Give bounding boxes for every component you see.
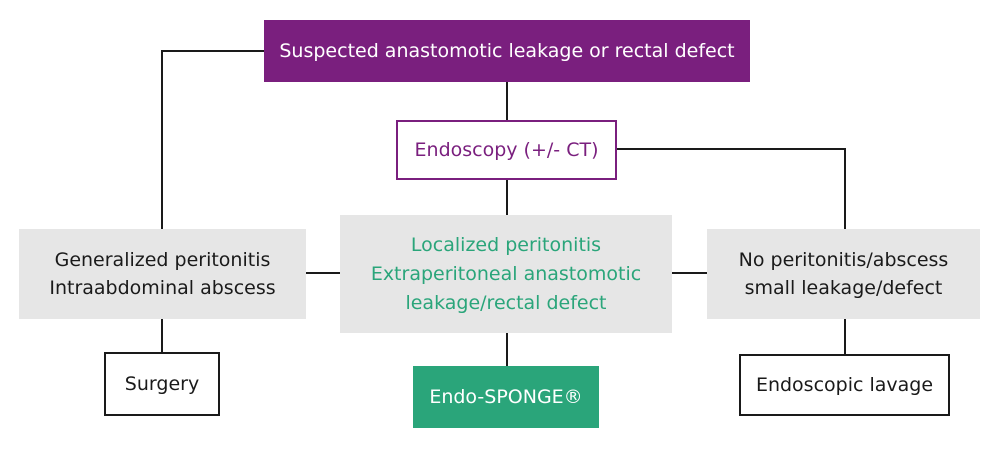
- node-endo-sponge-label: Endo-SPONGE®: [429, 386, 583, 408]
- node-middle-line-3: leakage/rectal defect: [405, 291, 607, 314]
- node-no-peritonitis: No peritonitis/abscess small leakage/def…: [707, 229, 980, 319]
- node-surgery-label: Surgery: [124, 373, 200, 395]
- node-endo-sponge: Endo-SPONGE®: [413, 366, 599, 428]
- node-suspected-leakage-label: Suspected anastomotic leakage or rectal …: [279, 40, 735, 62]
- node-endoscopic-lavage: Endoscopic lavage: [739, 354, 950, 416]
- connector-endoscopy-to-right: [617, 148, 846, 229]
- node-middle-line-1: Localized peritonitis: [410, 233, 602, 256]
- node-surgery: Surgery: [104, 352, 220, 416]
- node-endoscopic-lavage-label: Endoscopic lavage: [755, 374, 934, 396]
- node-left-line-1: Generalized peritonitis: [54, 249, 271, 271]
- node-left-line-2: Intraabdominal abscess: [49, 277, 276, 299]
- connector-top-to-left: [161, 50, 264, 229]
- node-suspected-leakage: Suspected anastomotic leakage or rectal …: [264, 20, 750, 82]
- node-right-line-1: No peritonitis/abscess: [738, 249, 949, 271]
- node-endoscopy: Endoscopy (+/- CT): [396, 120, 617, 180]
- node-endoscopy-label: Endoscopy (+/- CT): [414, 139, 599, 161]
- node-middle-line-2: Extraperitoneal anastomotic: [370, 262, 642, 285]
- node-localized-peritonitis: Localized peritonitis Extraperitoneal an…: [340, 215, 672, 333]
- node-right-line-2: small leakage/defect: [744, 277, 943, 299]
- node-generalized-peritonitis: Generalized peritonitis Intraabdominal a…: [19, 229, 306, 319]
